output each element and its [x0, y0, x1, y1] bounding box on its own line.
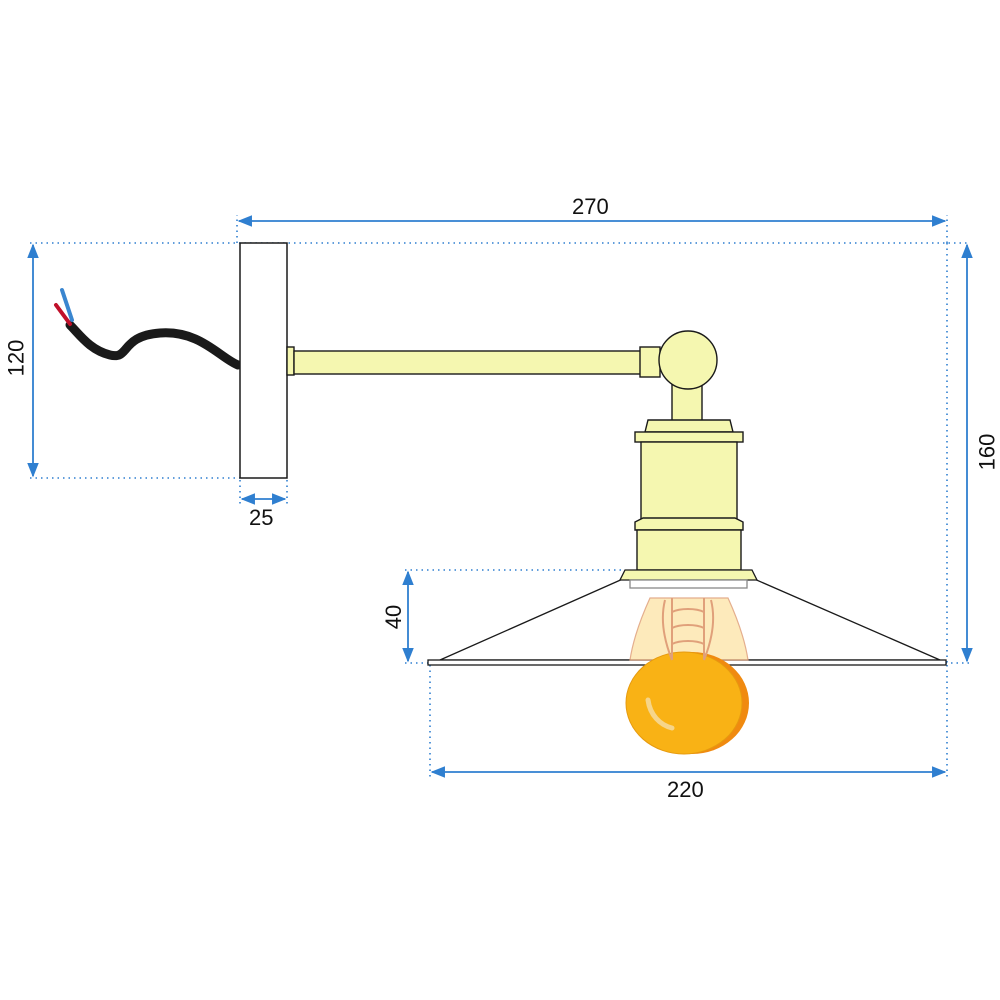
- dimension-lines: [27, 215, 973, 778]
- lamp-arm: [286, 330, 718, 426]
- bulb-highlight: [645, 697, 675, 731]
- wire-red: [54, 303, 72, 326]
- socket-cap: [644, 419, 734, 433]
- shade-collar: [629, 579, 748, 589]
- light-bulb: [625, 597, 749, 755]
- arm-end-collar: [639, 346, 661, 378]
- arm-base-collar: [286, 346, 295, 376]
- power-cable: [54, 288, 243, 370]
- socket-body: [640, 441, 738, 523]
- wall-plate: [239, 242, 288, 479]
- label-shade-diameter: 220: [667, 777, 704, 802]
- bulb-globe: [625, 651, 743, 755]
- socket-mid-ring: [634, 517, 744, 531]
- bulb-filament: [661, 598, 715, 661]
- label-shade-height: 40: [381, 604, 407, 630]
- lamp-socket: [634, 419, 744, 571]
- label-total-width: 270: [572, 194, 609, 219]
- socket-lower: [636, 529, 742, 571]
- label-total-height: 160: [974, 433, 1000, 471]
- arm-rod: [293, 350, 643, 375]
- wire-blue: [60, 288, 74, 322]
- shade-top-ring: [618, 569, 759, 581]
- cable: [65, 320, 243, 370]
- bulb-upper-glass: [629, 597, 749, 661]
- socket-top-ring: [634, 431, 744, 443]
- label-mount-depth: 25: [249, 505, 274, 530]
- label-mount-height: 120: [3, 339, 29, 377]
- extension-lines: [30, 215, 970, 780]
- joint-knuckle: [658, 330, 718, 390]
